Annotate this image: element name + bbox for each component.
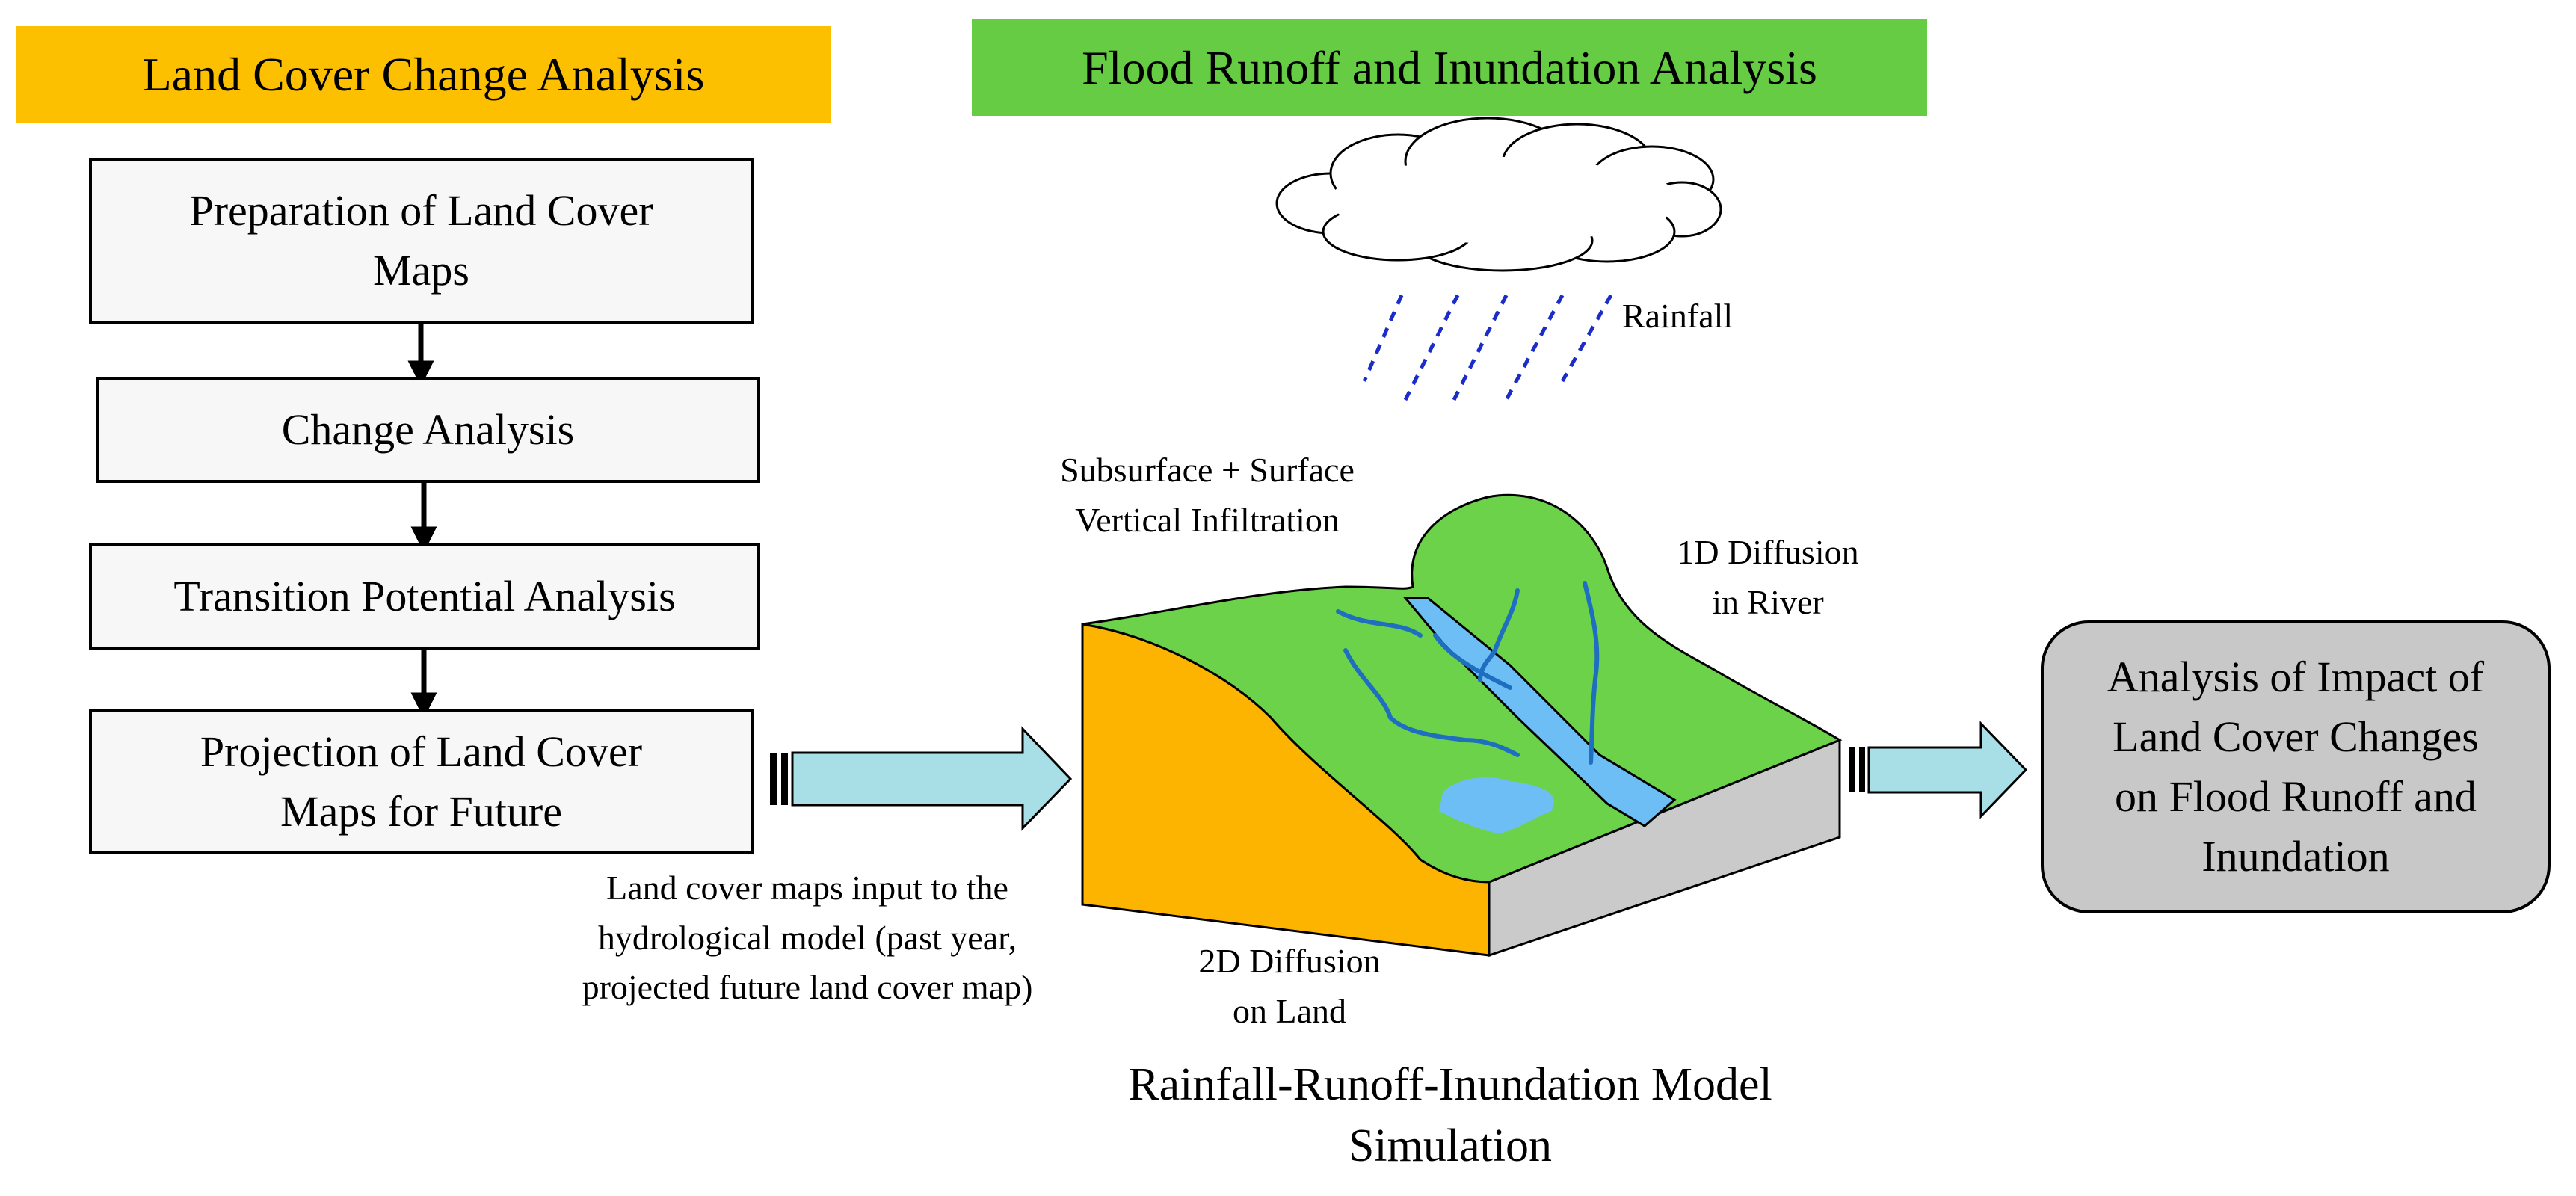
step-change-analysis: Change Analysis <box>96 377 760 483</box>
step-projection-of-land-cover-maps: Projection of Land Cover Maps for Future <box>89 709 754 854</box>
pond <box>1439 777 1554 833</box>
input-note-line-1: Land cover maps input to the <box>606 869 1008 907</box>
rainfall-label: Rainfall <box>1622 297 1734 335</box>
step-4-line-2: Maps for Future <box>280 787 562 836</box>
step-1-line-2: Maps <box>373 246 469 295</box>
model-title-line-1: Rainfall-Runoff-Inundation Model <box>1128 1059 1772 1110</box>
step-preparation-of-land-cover-maps: Preparation of Land Cover Maps <box>89 158 754 324</box>
step-2-label: Change Analysis <box>281 405 575 454</box>
input-note: Land cover maps input to the hydrologica… <box>523 863 1091 1013</box>
input-note-line-3: projected future land cover map) <box>582 968 1033 1007</box>
river-label-line-1: 1D Diffusion <box>1677 533 1859 571</box>
river-diffusion-label: 1D Diffusion in River <box>1633 528 1902 627</box>
result-line-2: Land Cover Changes <box>2113 712 2479 761</box>
flood-analysis-banner: Flood Runoff and Inundation Analysis <box>972 19 1927 116</box>
flood-analysis-banner-title: Flood Runoff and Inundation Analysis <box>1082 40 1817 94</box>
step-4-line-1: Projection of Land Cover <box>200 727 643 776</box>
cloud-icon <box>1275 117 1722 272</box>
infiltration-label-line-2: Vertical Infiltration <box>1075 500 1340 539</box>
flow-arrows <box>407 324 437 719</box>
step-3-label: Transition Potential Analysis <box>173 572 676 621</box>
infiltration-label: Subsurface + Surface Vertical Infiltrati… <box>1013 446 1402 545</box>
model-title: Rainfall-Runoff-Inundation Model Simulat… <box>1076 1054 1824 1177</box>
result-line-1: Analysis of Impact of <box>2107 652 2485 701</box>
input-note-line-2: hydrological model (past year, <box>597 918 1017 957</box>
river-label-line-2: in River <box>1712 582 1824 621</box>
impact-analysis-box: Analysis of Impact of Land Cover Changes… <box>2041 620 2551 913</box>
result-line-4: Inundation <box>2201 832 2390 881</box>
land-cover-banner: Land Cover Change Analysis <box>16 26 831 123</box>
block-arrow-input <box>770 726 1073 831</box>
model-title-line-2: Simulation <box>1348 1121 1553 1172</box>
infiltration-label-line-1: Subsurface + Surface <box>1060 451 1355 489</box>
result-line-3: on Flood Runoff and <box>2115 772 2477 821</box>
block-arrow-output <box>1849 721 2028 819</box>
step-transition-potential-analysis: Transition Potential Analysis <box>89 543 760 650</box>
land-cover-banner-title: Land Cover Change Analysis <box>142 47 705 101</box>
land-label-line-2: on Land <box>1232 991 1346 1030</box>
land-diffusion-label: 2D Diffusion on Land <box>1155 937 1424 1036</box>
land-label-line-1: 2D Diffusion <box>1198 942 1381 980</box>
terrain-block-illustration <box>1081 493 1843 958</box>
terrain-front-face <box>1081 623 1491 957</box>
rain-icon <box>1362 294 1613 401</box>
step-1-line-1: Preparation of Land Cover <box>189 185 653 235</box>
